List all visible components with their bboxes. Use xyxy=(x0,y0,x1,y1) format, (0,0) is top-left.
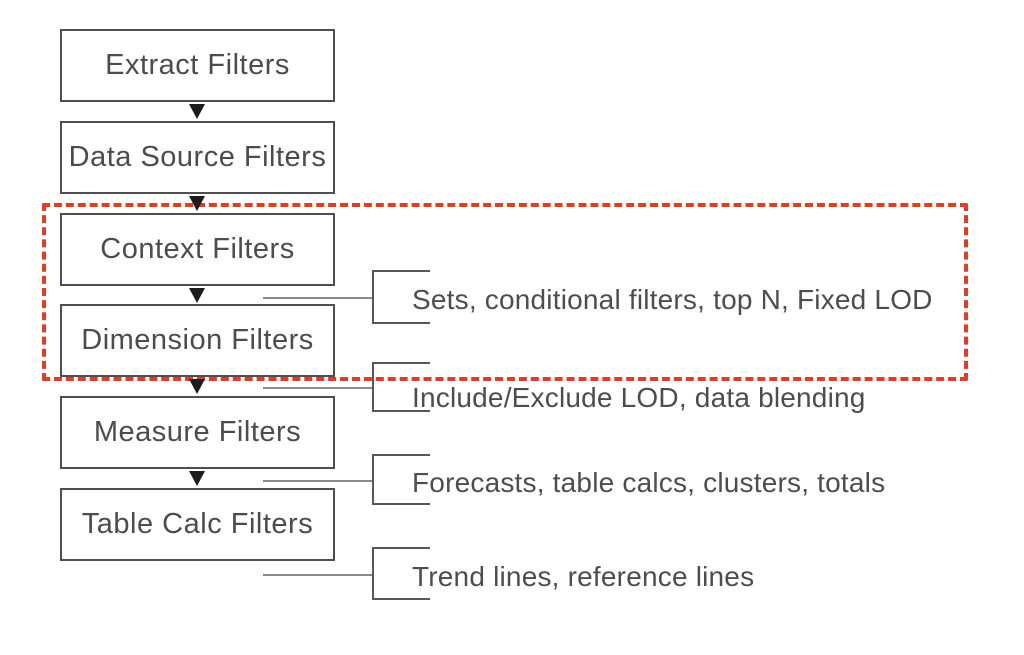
flow-box-label: Dimension Filters xyxy=(81,324,314,356)
annotation-trend-reference-lines: Trend lines, reference lines xyxy=(412,561,755,592)
flow-box-label: Table Calc Filters xyxy=(81,508,314,540)
annotation-forecasts-table-calcs: Forecasts, table calcs, clusters, totals xyxy=(412,467,886,498)
bracket-icon xyxy=(372,270,430,324)
connector-line xyxy=(263,574,373,576)
flow-box-measure-filters: Measure Filters xyxy=(60,396,335,469)
flow-box-table-calc-filters: Table Calc Filters xyxy=(60,488,335,561)
connector-line xyxy=(263,387,373,389)
down-arrow-icon xyxy=(189,379,205,394)
connector-line xyxy=(263,480,373,482)
down-arrow-icon xyxy=(189,104,205,119)
flow-box-extract-filters: Extract Filters xyxy=(60,29,335,102)
annotation-sets-conditional: Sets, conditional filters, top N, Fixed … xyxy=(412,284,933,315)
bracket-icon xyxy=(372,547,430,600)
flow-box-context-filters: Context Filters xyxy=(60,213,335,286)
flow-box-label: Context Filters xyxy=(100,233,295,265)
flow-box-label: Measure Filters xyxy=(93,416,302,448)
flow-box-data-source-filters: Data Source Filters xyxy=(60,121,335,194)
flow-box-label: Data Source Filters xyxy=(68,141,327,173)
down-arrow-icon xyxy=(189,288,205,303)
down-arrow-icon xyxy=(189,471,205,486)
down-arrow-icon xyxy=(189,196,205,211)
flow-box-label: Extract Filters xyxy=(105,49,290,81)
bracket-icon xyxy=(372,454,430,505)
connector-line xyxy=(263,297,373,299)
flow-box-dimension-filters: Dimension Filters xyxy=(60,304,335,377)
bracket-icon xyxy=(372,362,430,412)
annotation-include-exclude-lod: Include/Exclude LOD, data blending xyxy=(412,382,866,413)
